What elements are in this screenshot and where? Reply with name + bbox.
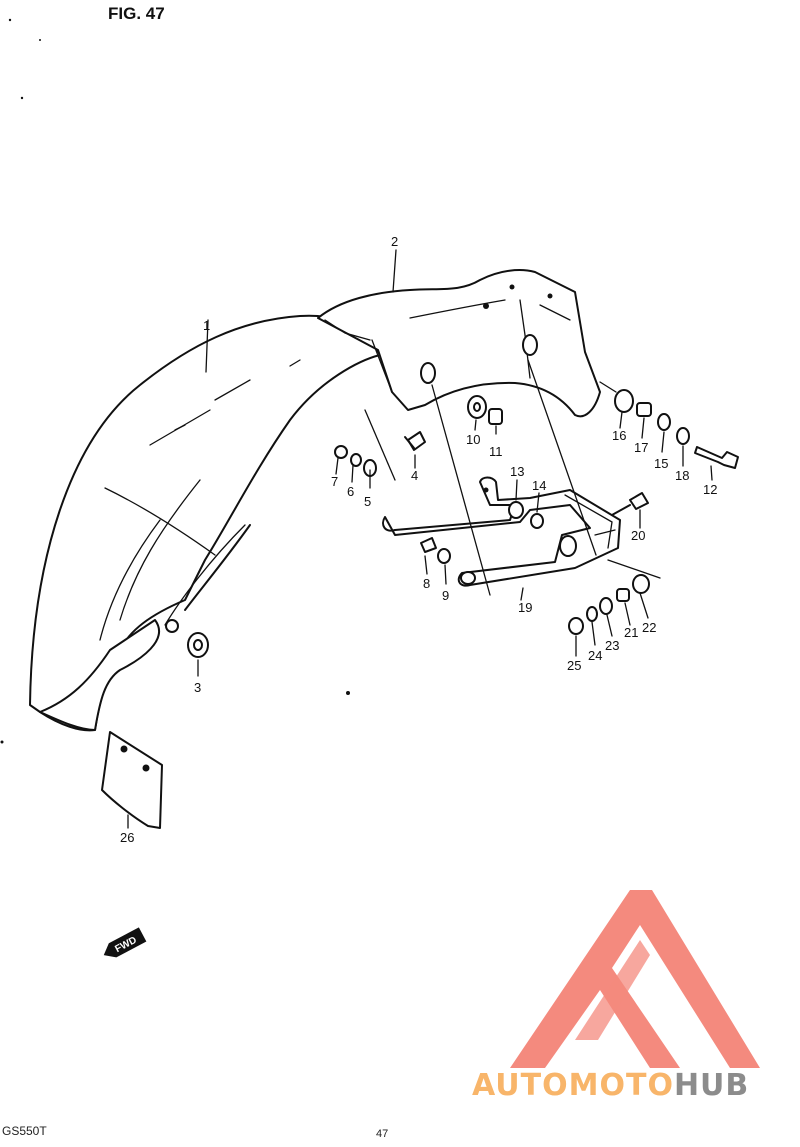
bracket-assembly-drawing — [382, 476, 621, 587]
label-part-25: 25 — [567, 658, 581, 673]
logo-inner-mark — [575, 940, 650, 1040]
label-part-19: 19 — [518, 600, 532, 615]
leader-lines — [127, 249, 713, 829]
label-part-17: 17 — [634, 440, 648, 455]
logo-text-hub: HUB — [674, 1068, 749, 1103]
logo-text-automoto: AUTOMOTO — [472, 1068, 674, 1103]
logo-triangle-mark — [510, 890, 760, 1068]
label-part-4: 4 — [411, 468, 418, 483]
label-part-23: 23 — [605, 638, 619, 653]
label-part-11: 11 — [489, 444, 503, 459]
label-part-10: 10 — [466, 432, 480, 447]
label-part-1: 1 — [203, 318, 210, 333]
footer-model-code: GS550T — [2, 1124, 47, 1138]
part-labels: 1 2 3 4 5 6 7 8 9 10 11 12 13 14 15 16 1… — [120, 234, 717, 845]
label-part-14: 14 — [532, 478, 546, 493]
label-part-3: 3 — [194, 680, 201, 695]
label-part-20: 20 — [631, 528, 645, 543]
label-part-15: 15 — [654, 456, 668, 471]
hardware-parts — [165, 389, 739, 658]
label-part-8: 8 — [423, 576, 430, 591]
label-part-12: 12 — [703, 482, 717, 497]
label-part-9: 9 — [442, 588, 449, 603]
forward-direction-tag: FWD — [103, 927, 147, 958]
label-part-24: 24 — [588, 648, 602, 663]
svg-text:AUTOMOTOHUB: AUTOMOTOHUB — [472, 1068, 749, 1103]
label-part-18: 18 — [675, 468, 689, 483]
label-part-21: 21 — [624, 625, 638, 640]
inner-fender-drawing — [317, 269, 601, 418]
label-part-13: 13 — [510, 464, 524, 479]
figure-title: FIG. 47 — [108, 4, 165, 23]
rear-fender-drawing — [29, 314, 381, 732]
label-part-26: 26 — [120, 830, 134, 845]
label-part-6: 6 — [347, 484, 354, 499]
label-part-5: 5 — [364, 494, 371, 509]
reflector-plate-drawing — [101, 731, 163, 829]
label-part-16: 16 — [612, 428, 626, 443]
scan-specks — [0, 18, 350, 744]
footer-page-number: 47 — [376, 1128, 389, 1140]
label-part-22: 22 — [642, 620, 656, 635]
label-part-7: 7 — [331, 474, 338, 489]
label-part-2: 2 — [391, 234, 398, 249]
automotohub-logo: AUTOMOTOHUB — [472, 890, 760, 1103]
